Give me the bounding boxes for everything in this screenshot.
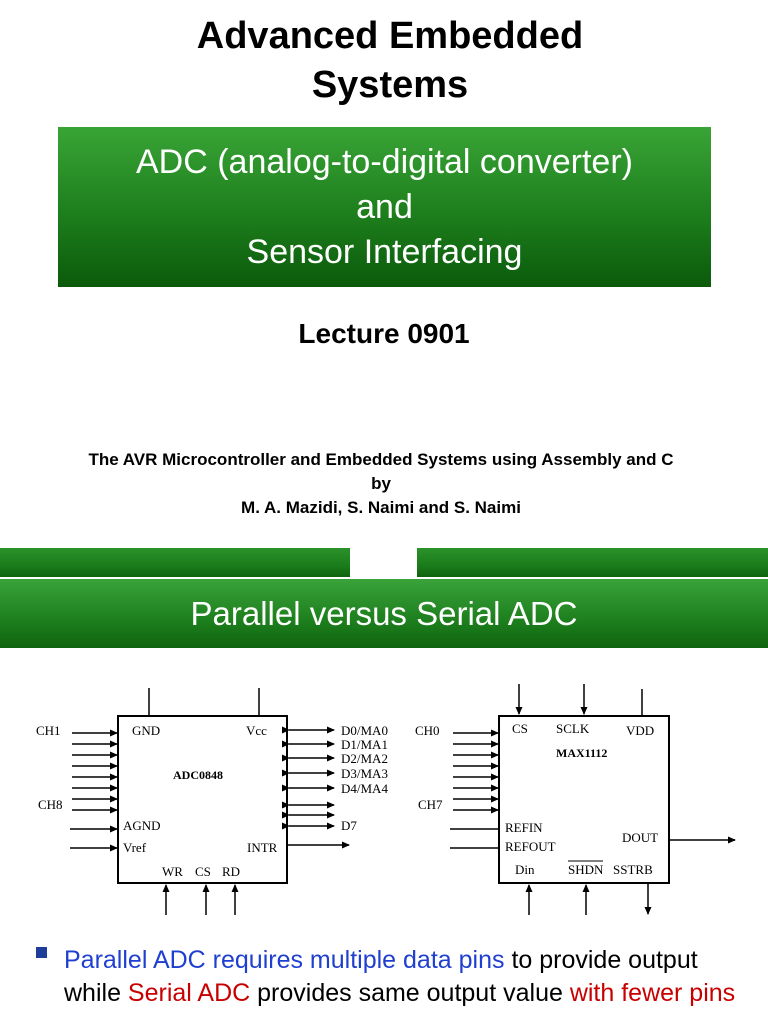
lecture-number: Lecture 0901 — [298, 318, 470, 349]
max1112-ch0-label: CH0 — [415, 723, 440, 738]
book-title: The AVR Microcontroller and Embedded Sys… — [88, 450, 674, 469]
topic-line3: Sensor Interfacing — [246, 232, 523, 271]
bullet-fewer-pins-phrase: with fewer pins — [569, 979, 736, 1007]
adc0848-d3-label: D3/MA3 — [341, 766, 388, 781]
adc0848-vref-label: Vref — [123, 840, 147, 855]
adc0848-gnd-label: GND — [132, 723, 160, 738]
max1112-ch7-label: CH7 — [418, 797, 443, 812]
adc0848-d7-label: D7 — [341, 818, 357, 833]
max1112-output-arrows — [525, 836, 736, 915]
adc0848-diagram: GND Vcc CH1 CH8 ADC0848 AGND Vref INTR W… — [36, 688, 388, 915]
adc-comparison-diagram: GND Vcc CH1 CH8 ADC0848 AGND Vref INTR W… — [36, 684, 736, 915]
adc0848-intr-label: INTR — [247, 840, 278, 855]
max1112-sstrb-label: SSTRB — [613, 862, 653, 877]
adc0848-d0-label: D0/MA0 — [341, 723, 388, 738]
adc0848-input-arrows — [70, 729, 118, 852]
max1112-refin-label: REFIN — [505, 820, 543, 835]
bullet-parallel-phrase: Parallel ADC requires multiple data pins — [64, 946, 505, 974]
max1112-chip — [498, 715, 670, 884]
topic-line1: ADC (analog-to-digital converter) — [136, 142, 633, 181]
max1112-refout-label: REFOUT — [505, 839, 556, 854]
section-title: Parallel versus Serial ADC — [0, 579, 768, 648]
max1112-dout-label: DOUT — [622, 830, 658, 845]
book-by: by — [371, 474, 391, 493]
slide-title: Advanced Embedded Systems — [0, 12, 768, 110]
max1112-diagram: CS SCLK VDD CH0 CH7 MAX1112 REFIN REFOUT… — [415, 684, 736, 915]
adc0848-data-arrows — [282, 726, 350, 849]
slide-title-line1: Advanced Embedded — [196, 15, 584, 57]
adc0848-d2-label: D2/MA2 — [341, 751, 388, 766]
slide-title-line2: Systems — [311, 64, 469, 106]
max1112-shdn-label: SHDN — [568, 862, 604, 877]
max1112-top-arrows — [515, 684, 643, 716]
adc0848-d1-label: D1/MA1 — [341, 737, 388, 752]
max1112-cs-label: CS — [512, 721, 528, 736]
adc0848-wr-label: WR — [162, 864, 183, 879]
max1112-chip-name: MAX1112 — [556, 746, 607, 760]
book-credits: The AVR Microcontroller and Embedded Sys… — [0, 448, 762, 520]
bullet-serial-phrase: Serial ADC — [127, 979, 251, 1007]
adc0848-d4-label: D4/MA4 — [341, 781, 388, 796]
max1112-input-arrows — [450, 729, 499, 849]
max1112-din-label: Din — [515, 862, 535, 877]
adc0848-agnd-label: AGND — [123, 818, 161, 833]
adc0848-vcc-label: Vcc — [246, 723, 267, 738]
bullet-connector-1: to provide output while — [64, 946, 698, 1007]
decorative-bar-right — [417, 548, 768, 577]
adc0848-chip-name: ADC0848 — [173, 768, 223, 782]
max1112-sclk-label: SCLK — [556, 721, 590, 736]
bullet-point: Parallel ADC requires multiple data pins… — [36, 944, 756, 1010]
adc0848-rd-label: RD — [222, 864, 240, 879]
max1112-vdd-label: VDD — [626, 723, 654, 738]
decorative-bar-left — [0, 548, 350, 577]
bullet-text: Parallel ADC requires multiple data pins… — [64, 944, 756, 1010]
adc0848-ch1-label: CH1 — [36, 723, 61, 738]
book-authors: M. A. Mazidi, S. Naimi and S. Naimi — [241, 498, 521, 517]
bullet-square-icon — [36, 947, 47, 958]
topic-line2: and — [356, 187, 413, 226]
bullet-connector-2: provides same output value — [250, 979, 570, 1007]
adc0848-chip — [117, 715, 288, 884]
adc0848-control-arrows — [162, 884, 239, 915]
adc0848-cs-label: CS — [195, 864, 211, 879]
adc0848-ch8-label: CH8 — [38, 797, 63, 812]
topic-banner: ADC (analog-to-digital converter) and Se… — [58, 127, 711, 287]
